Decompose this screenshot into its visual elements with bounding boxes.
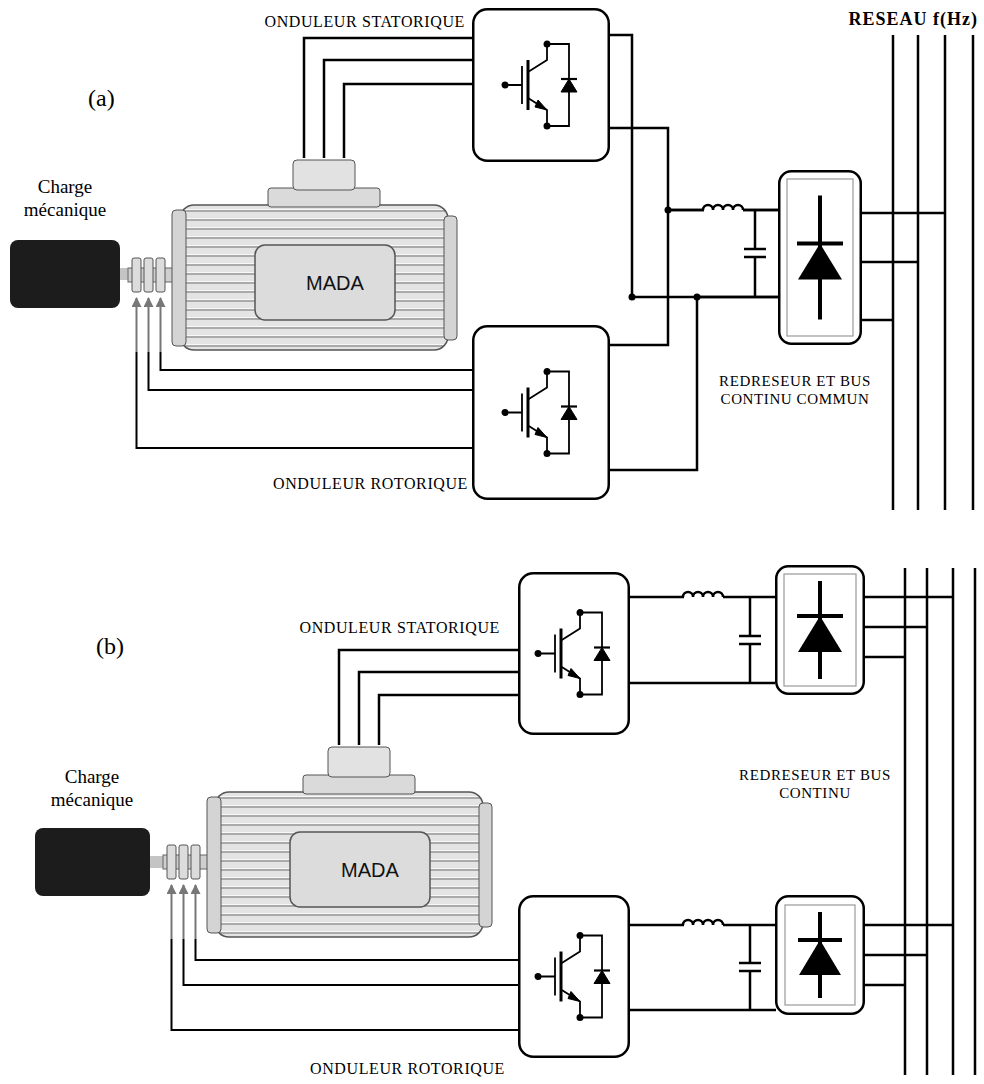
machine-name: MADA xyxy=(265,245,405,320)
dc-link-filter xyxy=(629,204,767,301)
node-label: REDRESEUR ET BUS CONTINU COMMUN xyxy=(700,372,890,408)
dc-bus-line xyxy=(610,210,778,345)
igbt-diode-symbol xyxy=(502,41,577,128)
stator-cable-line xyxy=(359,672,518,745)
stator-cable-line xyxy=(379,695,518,745)
induction-machine: MADA xyxy=(128,158,462,352)
node-label: Charge mécanique xyxy=(5,176,125,222)
stator-inverter: ONDULEUR STATORIQUE xyxy=(472,8,610,162)
load-shape xyxy=(10,240,120,308)
inv-shape xyxy=(518,895,630,1058)
rect-shape xyxy=(775,565,865,695)
dc-link-filter xyxy=(683,591,761,683)
stator-cable-line xyxy=(344,84,472,158)
inv-shape xyxy=(472,325,610,500)
rotor-cable xyxy=(172,939,519,1030)
rotor-cable-line xyxy=(161,352,473,370)
rotor-inverter: ONDULEUR ROTORIQUE xyxy=(472,325,610,500)
panel-letter: (a) xyxy=(88,84,115,113)
motor-shape xyxy=(163,745,497,939)
igbt-diode-symbol xyxy=(535,933,610,1020)
rectifier-box: REDRESEUR ET BUS CONTINU xyxy=(775,565,865,695)
node-label: ONDULEUR STATORIQUE xyxy=(265,12,466,31)
rotor-cable-line xyxy=(196,939,519,960)
inv-shape xyxy=(518,572,630,735)
panel-letter: (b) xyxy=(96,632,124,661)
rotor-inverter: ONDULEUR ROTORIQUE xyxy=(518,895,630,1058)
dc-bus-line xyxy=(630,682,775,685)
dc-bus-line xyxy=(610,35,778,297)
stator-cable xyxy=(339,650,518,745)
node-label: Charge mécanique xyxy=(32,766,152,812)
rotor-cable-line xyxy=(137,352,473,448)
rotor-cable-line xyxy=(172,939,519,1030)
rectifier-box: REDRESEUR ET BUS CONTINU COMMUN xyxy=(778,170,862,345)
grid-bus xyxy=(862,35,973,510)
induction-machine: MADA xyxy=(163,745,497,939)
load-shape xyxy=(35,828,150,896)
igbt-diode-symbol xyxy=(502,369,577,456)
node-label: ONDULEUR ROTORIQUE xyxy=(310,1059,505,1078)
dc-bus-line xyxy=(610,128,778,210)
rotor-rectifier-box xyxy=(776,896,864,1014)
rotor-cable-line xyxy=(149,352,473,390)
grid-label: RESEAU f(Hz) xyxy=(849,9,979,31)
dc-bus xyxy=(610,35,778,297)
inv-shape xyxy=(472,8,610,162)
grid-bus xyxy=(865,568,975,1075)
rotor-cable xyxy=(137,352,473,448)
igbt-diode-symbol xyxy=(535,610,610,697)
machine-name: MADA xyxy=(300,832,440,907)
stator-cable-line xyxy=(304,38,472,158)
stator-cable-line xyxy=(324,60,472,158)
stator-inverter: ONDULEUR STATORIQUE xyxy=(518,572,630,735)
motor-shape xyxy=(128,158,462,352)
node-label: ONDULEUR ROTORIQUE xyxy=(273,474,468,493)
rect-shape xyxy=(778,170,862,345)
dc-bus xyxy=(630,597,775,683)
mechanical-load: Charge mécanique xyxy=(35,828,150,896)
node-label: REDRESEUR ET BUS CONTINU xyxy=(739,766,891,802)
mechanical-load: Charge mécanique xyxy=(10,240,120,308)
stator-cable xyxy=(304,38,472,158)
rotor-cable-line xyxy=(184,939,519,985)
rotor-dc-link xyxy=(630,919,776,1010)
node-label: ONDULEUR STATORIQUE xyxy=(300,618,501,637)
stator-cable-line xyxy=(339,650,518,745)
dc-bus xyxy=(610,210,778,470)
